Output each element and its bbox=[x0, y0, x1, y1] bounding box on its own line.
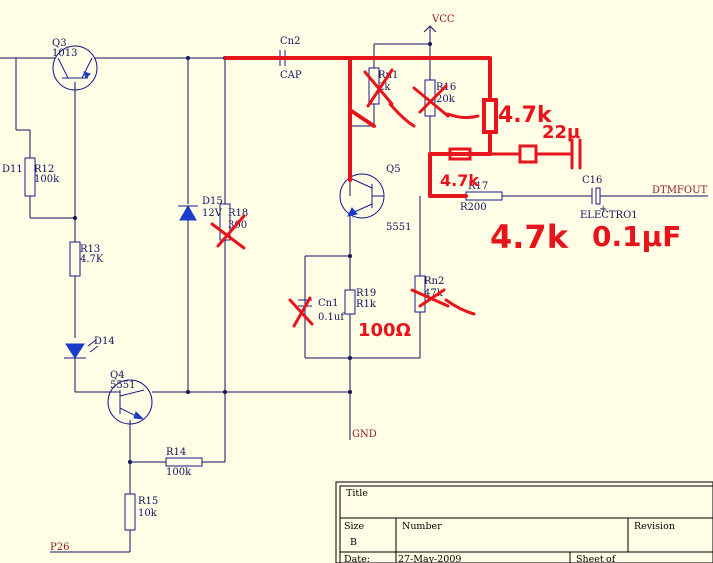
note-upper-resistor: 4.7k bbox=[498, 103, 553, 128]
note-r19-new: 100Ω bbox=[358, 320, 411, 341]
circuit-wires bbox=[0, 26, 708, 553]
label-r19-ref: R19 bbox=[356, 288, 376, 299]
label-q3-ref: Q3 bbox=[52, 38, 67, 49]
capacitor-c16: + bbox=[591, 187, 607, 215]
transistor-q3 bbox=[52, 45, 98, 91]
label-r13-val: 4.7K bbox=[80, 254, 104, 265]
zener-diode-d15 bbox=[178, 204, 198, 221]
label-q5-ref: Q5 bbox=[386, 164, 401, 175]
label-d11-ref: D11 bbox=[2, 164, 23, 175]
label-r12-val: 100k bbox=[34, 174, 60, 185]
label-rn1-val: 2k bbox=[378, 82, 391, 93]
label-vcc: VCC bbox=[431, 14, 455, 25]
label-dtmfout: DTMFOUT bbox=[652, 185, 707, 196]
label-r14-ref: R14 bbox=[166, 447, 186, 458]
label-gnd: GND bbox=[352, 429, 377, 440]
red-markup: 4.7k 22µ 4.7k 4.7k 0.1µF 100Ω bbox=[210, 56, 681, 341]
resistor-r13 bbox=[69, 241, 81, 277]
title-block-size: Size bbox=[344, 521, 365, 532]
label-r16-val: 20k bbox=[436, 94, 456, 105]
title-block-sheet-label: Sheet bbox=[576, 554, 604, 563]
label-r15-val: 10k bbox=[138, 508, 158, 519]
label-d14-ref: D14 bbox=[94, 336, 115, 347]
svg-text:+: + bbox=[599, 204, 607, 215]
note-big-47k: 4.7k bbox=[490, 218, 569, 256]
resistor-rn1 bbox=[368, 67, 380, 105]
label-electro-ref: ELECTRO1 bbox=[580, 210, 638, 221]
resistor-r17 bbox=[465, 191, 503, 201]
vcc-pin bbox=[423, 25, 437, 33]
transistor-q5 bbox=[339, 173, 385, 219]
title-block-title: Title bbox=[346, 488, 368, 499]
label-r14-val: 100k bbox=[166, 467, 192, 478]
note-small-47k: 4.7k bbox=[440, 171, 479, 190]
label-r19-val: R1k bbox=[356, 299, 377, 310]
resistor-r15 bbox=[124, 493, 136, 531]
title-block-date-value: 27-May-2009 bbox=[398, 554, 461, 563]
label-cn1-ref: Cn1 bbox=[318, 298, 338, 309]
resistor-r12 bbox=[24, 157, 36, 197]
junction-dots bbox=[73, 42, 432, 464]
label-d15-ref: D15 bbox=[202, 196, 223, 207]
label-r13-ref: R13 bbox=[80, 244, 100, 255]
label-cn2-ref: Cn2 bbox=[280, 36, 300, 47]
label-cn2-val: CAP bbox=[280, 70, 302, 81]
label-r15-ref: R15 bbox=[138, 496, 158, 507]
title-block-size-value: B bbox=[350, 537, 357, 548]
label-d15-val: 12V bbox=[202, 208, 223, 219]
label-r17-val: R200 bbox=[460, 202, 487, 213]
label-r12-ref: R12 bbox=[34, 164, 54, 175]
label-q3-val: 1013 bbox=[52, 48, 77, 59]
resistor-r19 bbox=[344, 289, 356, 315]
title-block: Title Size B Number Revision Date: 27-Ma… bbox=[335, 481, 713, 563]
label-r18-ref: R18 bbox=[228, 208, 248, 219]
title-block-revision: Revision bbox=[634, 521, 675, 532]
note-cap-01: 0.1µF bbox=[592, 220, 681, 253]
label-cn1-val: 0.1uf bbox=[318, 312, 345, 323]
title-block-of-label: of bbox=[606, 554, 617, 563]
component-labels: Q3 1013 D11 R12 100k R13 4.7K D14 Q4 555… bbox=[2, 14, 707, 553]
resistor-r14 bbox=[165, 457, 203, 467]
label-c16-ref: C16 bbox=[582, 175, 602, 186]
label-q4-val: 5551 bbox=[110, 380, 135, 391]
label-rn2-val: 47k bbox=[424, 288, 444, 299]
transistor-q4 bbox=[107, 379, 153, 425]
note-cap-22: 22µ bbox=[542, 122, 580, 143]
label-rn2-ref: Rn2 bbox=[424, 276, 444, 287]
title-block-date-label: Date: bbox=[344, 554, 370, 563]
label-q5-val: 5551 bbox=[386, 222, 411, 233]
led-d14 bbox=[64, 339, 99, 359]
label-p26: P26 bbox=[50, 542, 69, 553]
label-r17-ref: R17 bbox=[468, 181, 488, 192]
label-q4-ref: Q4 bbox=[110, 370, 125, 381]
title-block-number: Number bbox=[402, 521, 442, 532]
